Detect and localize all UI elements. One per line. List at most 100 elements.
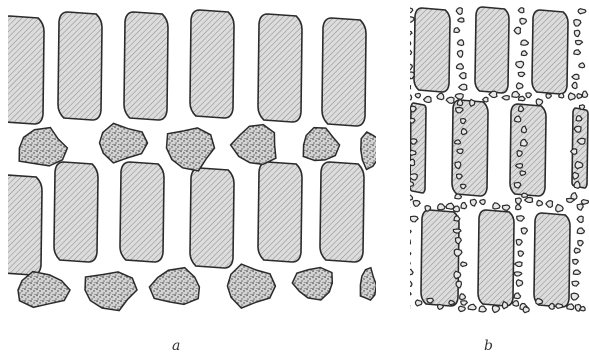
granule	[407, 8, 412, 13]
granule	[492, 305, 499, 312]
granule	[521, 40, 529, 45]
granule	[410, 119, 416, 124]
panel-label-b: b	[484, 338, 493, 354]
granule	[582, 91, 587, 97]
granule	[457, 149, 463, 154]
granule	[518, 8, 524, 13]
panel-a-tissue	[0, 10, 381, 311]
granule	[519, 96, 526, 100]
granule	[574, 30, 580, 36]
granule	[526, 93, 531, 98]
elongated-cell	[452, 100, 488, 196]
granule	[577, 204, 583, 210]
granule	[407, 17, 415, 23]
elongated-cell	[534, 213, 570, 307]
stippled-nodule	[361, 132, 381, 170]
granule	[520, 18, 527, 24]
elongated-cell	[0, 175, 42, 275]
granule	[516, 83, 523, 89]
granule	[572, 281, 579, 286]
granule	[455, 162, 461, 169]
granule	[403, 260, 411, 267]
granule	[578, 241, 583, 246]
granule	[403, 305, 410, 309]
granule	[437, 93, 444, 99]
granule	[573, 172, 579, 179]
granule	[406, 281, 412, 288]
stippled-nodule	[303, 128, 339, 161]
granule	[410, 216, 418, 222]
granule	[515, 262, 522, 267]
stippled-nodule	[18, 272, 70, 308]
granule	[483, 97, 488, 102]
elongated-cell	[475, 7, 509, 93]
granule	[516, 280, 522, 287]
granule	[461, 301, 468, 305]
granule	[577, 94, 582, 99]
granule	[468, 304, 476, 310]
granule	[413, 201, 420, 207]
elongated-cell	[414, 8, 450, 92]
granule	[406, 94, 411, 102]
granule	[573, 259, 579, 264]
panel-label-a: a	[172, 338, 180, 354]
granule	[577, 216, 583, 222]
granule	[457, 40, 463, 46]
granule	[522, 126, 527, 133]
granule	[461, 262, 467, 267]
granule	[470, 99, 475, 106]
granule	[459, 306, 466, 311]
granule	[454, 271, 461, 279]
elongated-cell	[478, 210, 514, 306]
granule	[415, 300, 422, 306]
elongated-cell	[120, 162, 164, 262]
granule	[454, 249, 462, 256]
granule	[517, 216, 525, 221]
granule	[514, 293, 520, 299]
granule	[521, 51, 527, 56]
granule	[446, 203, 454, 209]
granule	[518, 251, 523, 256]
granule	[407, 269, 413, 274]
granule	[424, 96, 432, 102]
granule	[403, 126, 409, 132]
granule	[404, 85, 410, 89]
granule	[546, 201, 553, 208]
granule	[427, 298, 433, 303]
granule	[559, 93, 564, 98]
granule	[453, 229, 461, 233]
granule	[522, 193, 528, 197]
granule	[456, 8, 462, 15]
granule	[574, 248, 580, 253]
elongated-cell	[54, 162, 98, 262]
granule	[516, 61, 524, 68]
granule	[458, 18, 464, 22]
stippled-nodule	[149, 268, 199, 305]
granule	[459, 84, 467, 90]
granule	[580, 307, 585, 311]
granule	[410, 150, 416, 155]
granule	[455, 94, 463, 100]
granule	[567, 304, 574, 310]
granule	[518, 72, 525, 76]
granule	[409, 159, 415, 165]
elongated-cell	[322, 18, 366, 126]
elongated-cell	[190, 10, 234, 118]
granule	[438, 304, 444, 309]
stippled-nodule	[360, 268, 376, 300]
granule	[579, 63, 585, 68]
granule	[578, 9, 586, 14]
granule	[449, 300, 455, 304]
granule	[567, 198, 575, 202]
granule	[454, 28, 460, 33]
granule	[571, 293, 579, 300]
granule	[405, 251, 411, 255]
granule	[460, 294, 466, 300]
granule	[415, 93, 420, 97]
elongated-cell	[320, 162, 364, 262]
granule	[576, 41, 583, 45]
granule	[403, 239, 410, 245]
elongated-cell	[532, 10, 568, 94]
granule	[580, 105, 585, 110]
granule	[516, 198, 522, 204]
